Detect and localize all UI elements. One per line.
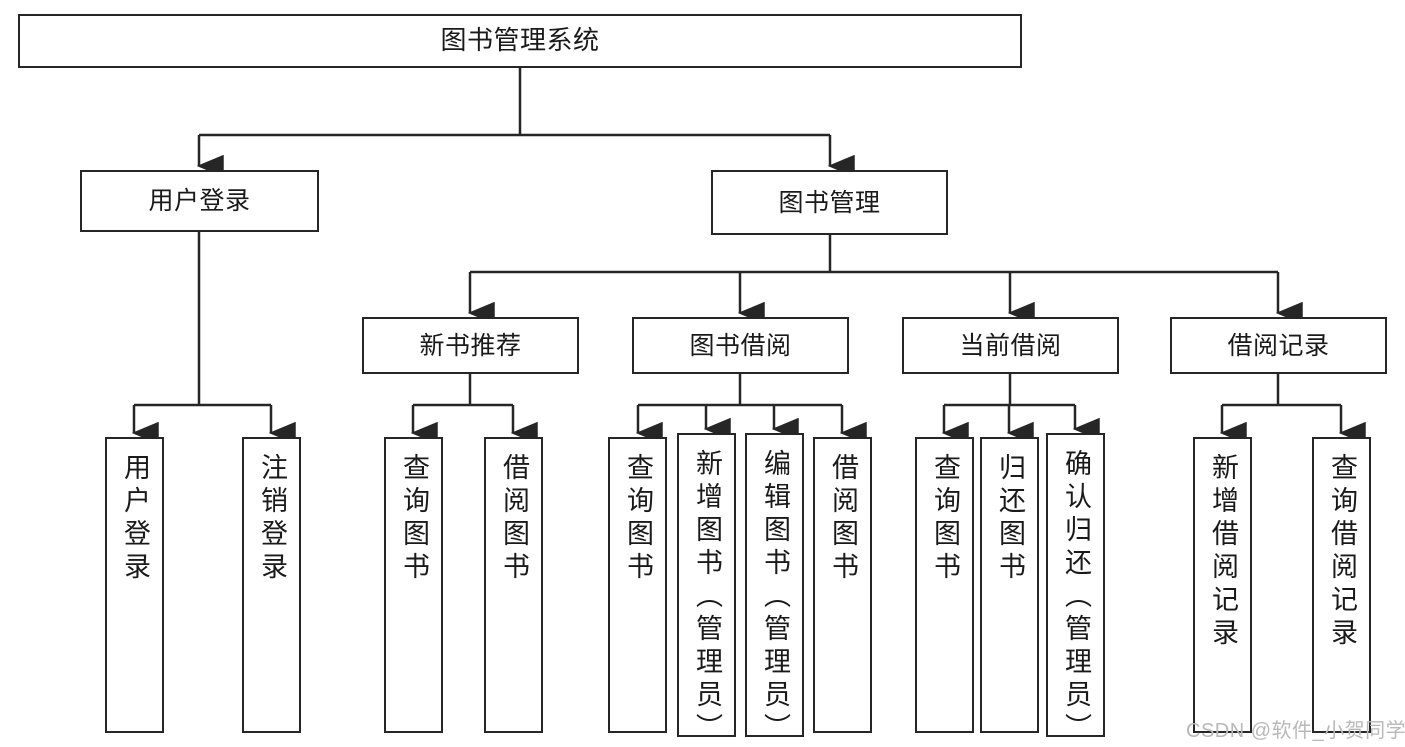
node-label: 当前借阅: [959, 331, 1062, 360]
node-label: 查询图书: [399, 453, 429, 585]
leaf-query-book-current[interactable]: 查询图书: [915, 437, 974, 733]
watermark-text: CSDN @软件_小贺同学: [1186, 720, 1405, 742]
node-new-book-recommend[interactable]: 新书推荐: [362, 317, 579, 374]
node-label: 注销登录: [257, 453, 287, 585]
node-label: 图书管理: [778, 188, 881, 217]
leaf-borrow-book-recommend[interactable]: 借阅图书: [484, 437, 543, 733]
leaf-query-borrow-record[interactable]: 查询借阅记录: [1312, 437, 1371, 733]
node-book-management[interactable]: 图书管理: [711, 170, 948, 235]
leaf-logout[interactable]: 注销登录: [242, 437, 301, 733]
node-label: 图书管理系统: [440, 25, 600, 56]
node-label: 查询图书: [930, 453, 960, 585]
node-current-borrow[interactable]: 当前借阅: [902, 317, 1119, 374]
node-label: 确认归还（管理员）: [1061, 449, 1091, 746]
leaf-query-book-recommend[interactable]: 查询图书: [384, 437, 443, 733]
leaf-query-book[interactable]: 查询图书: [608, 437, 667, 733]
leaf-confirm-return-admin[interactable]: 确认归还（管理员）: [1046, 433, 1105, 746]
leaf-borrow-book[interactable]: 借阅图书: [813, 437, 872, 733]
node-label: 新书推荐: [419, 331, 522, 360]
leaf-edit-book-admin[interactable]: 编辑图书（管理员）: [745, 433, 804, 746]
leaf-add-book-admin[interactable]: 新增图书（管理员）: [677, 433, 736, 746]
node-label: 归还图书: [995, 453, 1025, 585]
leaf-return-book[interactable]: 归还图书: [980, 437, 1039, 733]
node-root-system[interactable]: 图书管理系统: [18, 14, 1022, 68]
node-book-borrow[interactable]: 图书借阅: [632, 317, 849, 374]
node-label: 新增图书（管理员）: [692, 449, 722, 746]
node-label: 新增借阅记录: [1208, 453, 1238, 651]
node-label: 借阅图书: [828, 453, 858, 585]
node-borrow-record[interactable]: 借阅记录: [1170, 317, 1387, 374]
leaf-add-borrow-record[interactable]: 新增借阅记录: [1193, 437, 1252, 733]
node-label: 查询借阅记录: [1327, 453, 1357, 651]
node-label: 借阅图书: [499, 453, 529, 585]
node-label: 编辑图书（管理员）: [760, 449, 790, 746]
node-label: 用户登录: [148, 187, 251, 215]
leaf-user-login[interactable]: 用户登录: [105, 437, 164, 733]
node-label: 用户登录: [120, 453, 150, 585]
node-label: 查询图书: [623, 453, 653, 585]
node-label: 图书借阅: [689, 331, 792, 360]
node-user-login[interactable]: 用户登录: [80, 170, 319, 232]
node-label: 借阅记录: [1227, 331, 1330, 360]
